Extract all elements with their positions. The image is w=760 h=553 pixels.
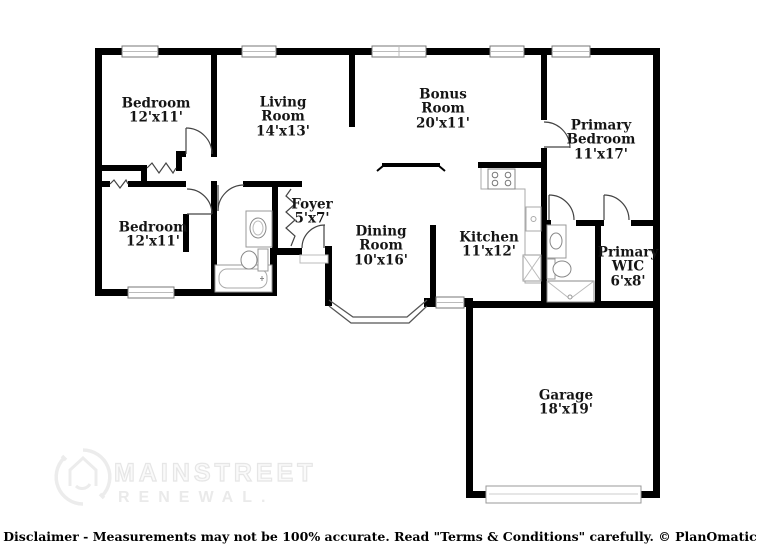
room-label-bonus-room: Bonus Room 20'x11'	[413, 86, 473, 132]
door-front-entry	[301, 224, 326, 249]
wall-foyer-closet-west	[272, 181, 278, 251]
logo-circle-arrows	[54, 448, 112, 506]
shower-symbol	[546, 280, 595, 303]
wall-primbed-south-b	[576, 220, 604, 226]
door-hall-bathroom	[217, 184, 245, 212]
bay-window	[328, 299, 428, 324]
room-name: Primary WIC	[597, 244, 659, 275]
wall-bed1-living	[211, 48, 217, 157]
half-wall-ends	[376, 165, 446, 172]
room-dims: 6'x8'	[610, 273, 646, 290]
room-dims: 11'x17'	[574, 146, 628, 163]
wall-primbed-west-lower	[541, 148, 547, 168]
wall-primbed-south-a	[541, 220, 551, 226]
door-primary-wic	[603, 194, 630, 221]
wall-bed2-north-b	[128, 181, 186, 187]
wall-left	[95, 48, 102, 296]
room-name: Primary Bedroom	[566, 117, 636, 148]
logo-house	[68, 455, 98, 486]
room-name: Bonus Room	[419, 86, 467, 117]
wall-bed2-north-a	[98, 181, 110, 187]
wall-right	[653, 48, 660, 498]
room-label-foyer: Foyer 5'x7'	[277, 196, 347, 227]
room-dims: 14'x13'	[256, 123, 310, 140]
disclaimer-text: Disclaimer - Measurements may not be 100…	[3, 529, 757, 544]
wall-bed1-step	[176, 151, 182, 171]
wall-closet-divider	[141, 165, 147, 187]
kitchen-counter	[480, 168, 541, 284]
watermark-suffix: RENEWAL.	[118, 489, 275, 506]
sink-vanity-symbol	[245, 210, 273, 248]
room-label-kitchen: Kitchen 11'x12'	[444, 229, 534, 260]
garage-door	[485, 485, 642, 504]
closet-door-bedroom1	[146, 161, 177, 175]
doors	[185, 121, 630, 249]
wall-bath-west	[211, 181, 217, 296]
wall-primbed-west-upper	[541, 48, 547, 120]
wall-bed2-east-stub	[183, 214, 189, 252]
room-label-living-room: Living Room 14'x13'	[253, 94, 313, 140]
primary-toilet-symbol	[546, 258, 572, 280]
toilet-symbol	[240, 248, 269, 272]
wall-closet-top	[98, 165, 145, 171]
room-dims: 10'x16'	[354, 252, 408, 269]
closet-door-foyer	[285, 188, 296, 247]
wall-kitchen-west	[430, 225, 436, 304]
watermark-brand: MAINSTREET	[113, 458, 317, 487]
room-name: Foyer	[291, 196, 333, 213]
room-label-garage: Garage 18'x19'	[521, 387, 611, 418]
bay-window-outer	[328, 305, 428, 324]
half-wall	[376, 163, 446, 172]
wall-bath2-wic-divider	[595, 220, 601, 308]
room-dims: 12'x11'	[129, 110, 183, 126]
fixtures	[214, 168, 595, 303]
room-name: Garage	[538, 387, 594, 404]
closet-zigzag-doors	[109, 161, 296, 247]
dishwasher-symbol	[525, 206, 542, 232]
room-dims: 18'x19'	[539, 402, 593, 418]
watermark-logo	[54, 448, 112, 506]
room-label-bedroom1: Bedroom 12'x11'	[111, 95, 201, 126]
room-label-dining-room: Dining Room 10'x16'	[351, 223, 411, 269]
wall-primbed-south-c	[631, 220, 660, 226]
windows	[121, 45, 591, 309]
room-dims: 12'x11'	[126, 234, 180, 250]
door-bedroom2	[186, 188, 213, 215]
room-label-bedroom2: Bedroom 12'x11'	[108, 219, 198, 250]
door-primary-bedroom	[543, 121, 571, 149]
closet-door-bedroom2	[109, 178, 129, 189]
wall-dining-west	[325, 246, 332, 306]
room-label-primary-bedroom: Primary Bedroom 11'x17'	[565, 117, 637, 163]
bay-window-inner	[328, 299, 428, 318]
room-dims: 11'x12'	[462, 244, 516, 260]
room-dims: 5'x7'	[294, 211, 330, 227]
wall-living-bonus	[349, 48, 355, 127]
primary-sink-symbol	[546, 224, 567, 259]
door-primary-bathroom	[548, 194, 575, 221]
room-dims: 20'x11'	[416, 115, 470, 132]
stove-symbol	[487, 168, 516, 190]
logo-house-arrow	[74, 483, 92, 490]
window-mullions	[122, 46, 590, 303]
front-step	[299, 254, 329, 264]
wall-kitchen-east	[541, 162, 547, 308]
water-heater-symbol	[522, 254, 542, 282]
room-name: Kitchen	[459, 229, 519, 246]
wall-bottom-left	[95, 289, 277, 296]
room-name: Bedroom	[121, 95, 191, 112]
door-bedroom1	[185, 127, 213, 155]
wall-garage-left	[466, 298, 473, 498]
logo-arrowheads	[60, 454, 106, 500]
room-label-primary-wic: Primary WIC 6'x8'	[597, 244, 659, 290]
room-name: Bedroom	[118, 219, 188, 236]
wall-kitchen-north	[478, 162, 547, 168]
wall-entry-side	[270, 248, 277, 296]
room-name: Living Room	[259, 94, 307, 125]
wall-foyer-south	[270, 248, 302, 255]
wall-garage-top	[473, 301, 660, 308]
room-name: Dining Room	[355, 223, 407, 254]
